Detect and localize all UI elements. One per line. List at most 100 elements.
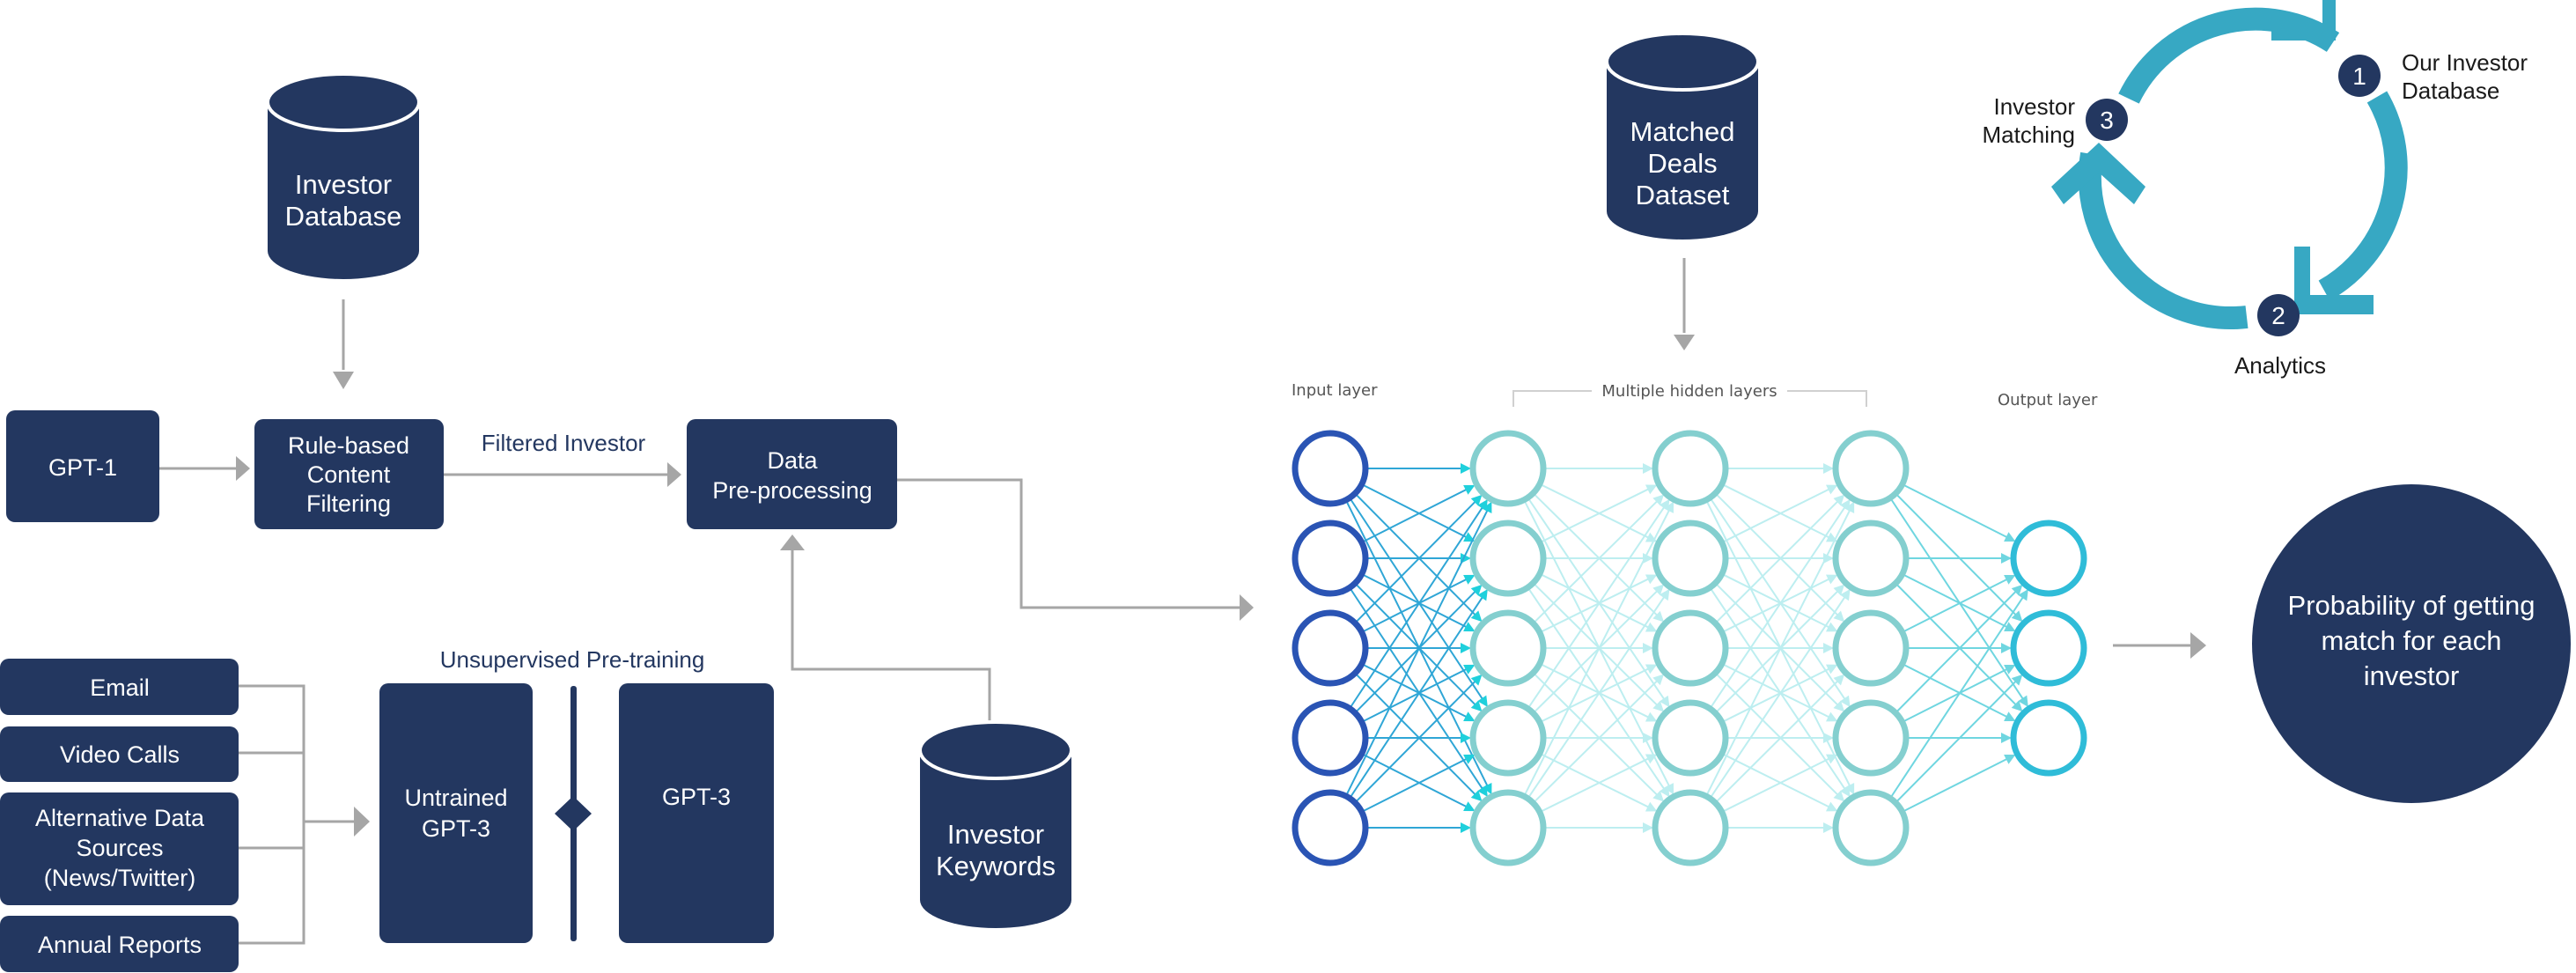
hidden-node [1652, 699, 1729, 777]
nn-edge [1902, 665, 2013, 723]
nn-edge [1721, 572, 1836, 631]
hidden-node [1832, 520, 1910, 597]
rule-based-line2: Content [307, 461, 391, 488]
nn-edge [1361, 483, 1473, 542]
nn-edge-arrowhead [1839, 588, 1851, 601]
nn-edge-arrowhead [1664, 501, 1674, 513]
output-node [2010, 520, 2087, 597]
source-video-calls: Video Calls [60, 741, 180, 768]
source-alt-line1: Alternative Data [35, 805, 205, 831]
nn-edge-arrowhead [1477, 695, 1488, 707]
matched-line1: Matched [1630, 116, 1735, 147]
hidden-bracket-right [1787, 390, 1867, 407]
nn-edge [1532, 672, 1662, 800]
nn-edge-arrowhead [1645, 484, 1658, 495]
nn-edge [1349, 497, 1487, 705]
nn-edge-arrowhead [1833, 494, 1845, 506]
nn-edge-arrowhead [2004, 711, 2016, 722]
nn-edge [1902, 663, 2013, 721]
arrowhead-down [333, 372, 354, 389]
cycle-step-3-label-line2: Matching [1983, 122, 2076, 148]
nn-edge-arrowhead [1470, 610, 1483, 623]
nn-edge [1354, 496, 1481, 624]
nn-edge [1889, 591, 2028, 800]
nn-edge-arrowhead [1652, 700, 1665, 712]
nn-edge-arrowhead [1825, 574, 1838, 585]
source-annual-box [0, 916, 239, 972]
nn-edge-arrowhead [2004, 532, 2016, 542]
nn-edge-arrowhead [2018, 695, 2028, 707]
nn-edge-arrowhead [1463, 711, 1476, 722]
nn-edge-arrowhead [1839, 695, 1851, 708]
nn-edge-arrowhead [1461, 822, 1471, 833]
output-layer-label: Output layer [1998, 391, 2098, 409]
nn-edge [1714, 496, 1844, 624]
nn-edge [1895, 582, 2021, 711]
nn-edge-arrowhead [1461, 463, 1471, 474]
nn-edge-arrowhead [1833, 584, 1845, 596]
nn-edge-arrowhead [1482, 501, 1492, 514]
nn-edge [1721, 575, 1836, 634]
nn-edge [1714, 582, 1844, 711]
nn-edge-arrowhead [1839, 785, 1851, 798]
nn-edge [1539, 662, 1655, 721]
nn-edge [1539, 752, 1655, 811]
nn-edge-arrowhead [1643, 822, 1653, 833]
source-alt-line2: Sources [76, 835, 163, 861]
preprocessing-line1: Data [767, 447, 818, 474]
nn-edge [1539, 665, 1655, 724]
nn-edge-arrowhead [1463, 574, 1476, 585]
probability-circle: Probability of getting match for each in… [2252, 484, 2571, 803]
nn-edge-arrowhead [1652, 584, 1665, 596]
training-divider [555, 686, 592, 941]
nn-edge [1532, 582, 1662, 711]
arrowhead-right [667, 462, 681, 487]
nn-edge-arrowhead [1825, 484, 1838, 495]
nn-edge-arrowhead [1664, 783, 1674, 795]
nn-edge [1361, 575, 1473, 633]
nn-edge-arrowhead [1470, 674, 1483, 686]
cycle-step-1-label-line2: Database [2402, 77, 2499, 104]
nn-edge [1354, 675, 1481, 804]
nn-edge [1895, 492, 2021, 621]
cycle-arrow-left [2078, 151, 2248, 330]
nn-edge-arrowhead [1645, 711, 1658, 722]
nn-edge [1527, 501, 1669, 710]
nn-edge [1349, 591, 1487, 800]
nn-edge [1354, 672, 1481, 800]
nn-edge [1532, 675, 1662, 804]
diamond-icon [555, 796, 592, 831]
nn-edge [1889, 497, 2028, 705]
connector-keywords-to-preprocess [791, 550, 991, 722]
hidden-layers-label: Multiple hidden layers [1601, 382, 1777, 401]
nn-edge-arrowhead [2011, 610, 2023, 623]
nn-edge [1354, 582, 1481, 711]
unsupervised-pretraining-label: Unsupervised Pre-training [440, 646, 705, 673]
nn-edge [1902, 573, 2013, 631]
nn-edge [1721, 752, 1836, 811]
nn-edge [1721, 755, 1836, 814]
hidden-bracket-left [1512, 390, 1592, 407]
nn-edge-arrowhead [1823, 643, 1834, 653]
nn-edge-arrowhead [1470, 584, 1483, 596]
gpt1-box: GPT-1 [6, 410, 159, 522]
untrained-line2: GPT-3 [422, 815, 490, 842]
nn-edge [1532, 496, 1662, 624]
nn-edge-arrowhead [1463, 622, 1476, 632]
arrowhead-right [1240, 594, 1254, 621]
nn-edge-arrowhead [1470, 700, 1483, 712]
arrowhead-right [2190, 632, 2206, 659]
nn-nodes [1292, 430, 2087, 866]
nn-edge [1705, 504, 1854, 797]
arrowhead-up [780, 534, 805, 550]
cycle-arrow-right [2318, 91, 2408, 301]
nn-edge-arrowhead [1833, 610, 1845, 623]
nn-edge-arrowhead [1833, 700, 1845, 712]
matched-deals-cylinder: Matched Deals Dataset [1605, 32, 1760, 240]
source-video-box [0, 726, 239, 782]
source-email-box [0, 659, 239, 715]
nn-edge-arrowhead [1470, 494, 1483, 506]
nn-edge-arrowhead [1477, 785, 1488, 797]
hidden-node [1469, 789, 1547, 866]
